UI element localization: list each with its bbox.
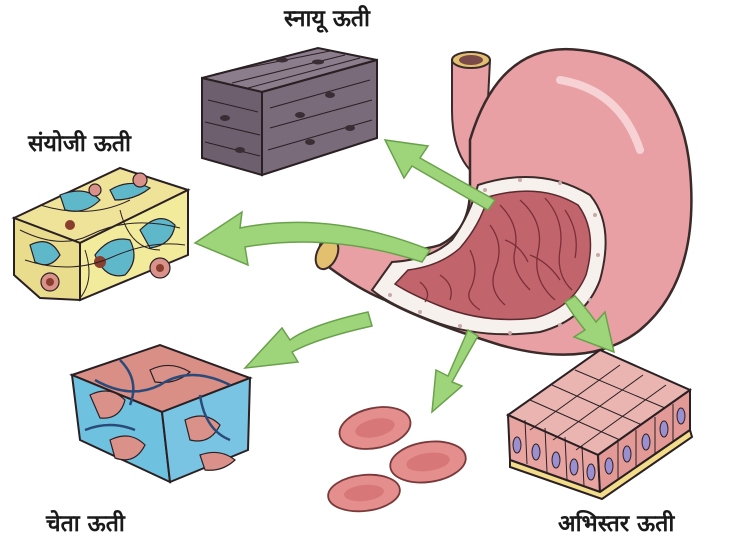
muscle-tissue-block [202, 48, 377, 175]
nerve-tissue-block [72, 345, 250, 482]
label-epithelial-tissue: अभिस्तर ऊती [558, 513, 674, 536]
arrow-to-nerve [245, 312, 372, 368]
label-connective-tissue: संयोजी ऊती [28, 133, 131, 156]
arrow-to-blood [432, 330, 478, 412]
label-muscle-tissue: स्नायू ऊती [284, 8, 370, 31]
label-nerve-tissue: चेता ऊती [46, 513, 125, 536]
red-blood-cells [326, 401, 468, 515]
connective-tissue-block [14, 168, 188, 300]
epithelial-tissue-block [508, 350, 692, 499]
